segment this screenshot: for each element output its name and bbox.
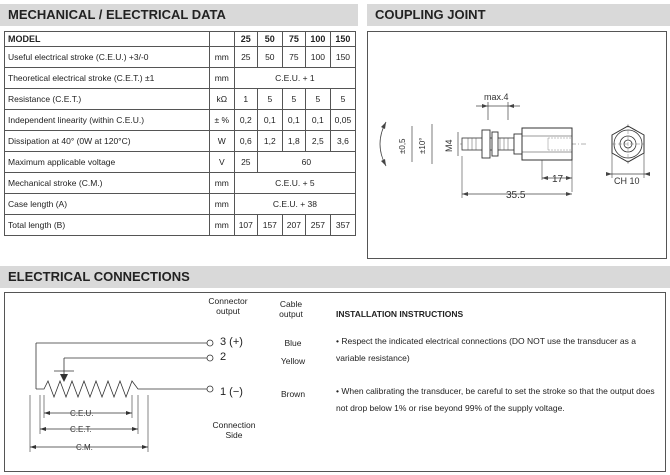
electrical-connections-header: ELECTRICAL CONNECTIONS [0,266,670,288]
coupling-body [521,127,573,161]
dim17-label: 17 [552,174,564,185]
dim355-arrow-left [462,192,468,196]
coupling-joint-header: COUPLING JOINT [367,4,670,26]
cell-value: 50 [256,46,283,68]
ch10-label: CH 10 [614,176,640,186]
table-row: Resistance (C.E.T.) kΩ 1 5 5 5 5 [4,88,357,110]
connection-side-label: Connection Side [212,420,256,440]
dim17-arrow-left [542,176,548,180]
cell-value: 0,1 [256,109,283,131]
cable-brown-label: Brown [280,389,306,399]
dim355-arrow-right [566,192,572,196]
model-150: 150 [329,31,357,47]
terminal-2 [206,354,214,362]
cell-value: 107 [233,214,258,236]
model-50: 50 [256,31,283,47]
nut-washer [491,131,499,157]
pin-3-label: 3 (+) [220,336,243,348]
angle-tolerance-arc [379,121,387,167]
cable-output-label: Cable output [279,299,303,319]
cell-value: 0,05 [329,109,357,131]
cell-value: 150 [329,46,357,68]
ceu-label: C.E.U. [70,409,94,418]
wiper-arrow [60,374,68,382]
angle-arc-arrow-bottom [381,159,386,166]
table-row: Total length (B) mm 107 157 207 257 357 [4,214,357,236]
angle-arc-arrow-top [381,122,386,129]
ball-joint [513,133,523,155]
cet-label: C.E.T. [70,425,92,434]
cable-yellow-label: Yellow [280,356,306,366]
spec-table: MODEL 25 50 75 100 150 Useful electrical… [4,31,357,236]
max4-arrow-left [482,104,488,108]
cm-label: C.M. [76,443,93,452]
terminal-3 [206,339,214,347]
electrical-connections-panel [4,292,666,472]
terminal-1 [206,385,214,393]
installation-instructions-title: INSTALLATION INSTRUCTIONS [336,309,464,319]
connection-schematic: C.E.U. C.E.T. C.M. [29,339,214,452]
cell-value: 5 [329,88,357,110]
cell-value: 3,6 [329,130,357,152]
cable-blue-label: Blue [284,338,302,348]
dim355-label: 35.5 [506,190,526,201]
mechanical-electrical-header: MECHANICAL / ELECTRICAL DATA [0,4,358,26]
row-unit: mm [208,214,235,236]
instruction-bullet-2: • When calibrating the transducer, be ca… [336,386,655,413]
dim17-arrow-right [566,176,572,180]
coupling-joint-panel: max.4 ±0,5 ±10° M4 [367,31,667,259]
hex-end-view [611,124,645,164]
max4-label: max.4 [484,92,509,102]
rod-threads [467,138,509,150]
pin-1-label: 1 (−) [220,386,243,398]
instruction-bullet-1: • Respect the indicated electrical conne… [336,336,636,363]
tolerance-10-label: ±10° [418,138,427,155]
pin-2-label: 2 [220,351,227,363]
table-row: Independent linearity (within C.E.U.) ± … [4,109,357,131]
cell-value: 357 [329,214,357,236]
cell-value: 157 [256,214,283,236]
nut-left [481,129,491,159]
table-row: Dissipation at 40° (0W at 120°C) W 0,6 1… [4,130,357,152]
table-row: Case length (A) mm C.E.U. + 38 [4,193,357,215]
connector-output-label: Connector output [208,296,248,316]
row-unit: mm [208,67,235,89]
table-header-row: MODEL 25 50 75 100 150 [4,31,357,47]
coupling-joint-drawing: max.4 ±0,5 ±10° M4 [379,92,650,201]
tolerance-05-label: ±0,5 [398,138,407,154]
resistor-zigzag [36,379,150,399]
m4-label: M4 [444,139,454,152]
max4-arrow-right [508,104,514,108]
